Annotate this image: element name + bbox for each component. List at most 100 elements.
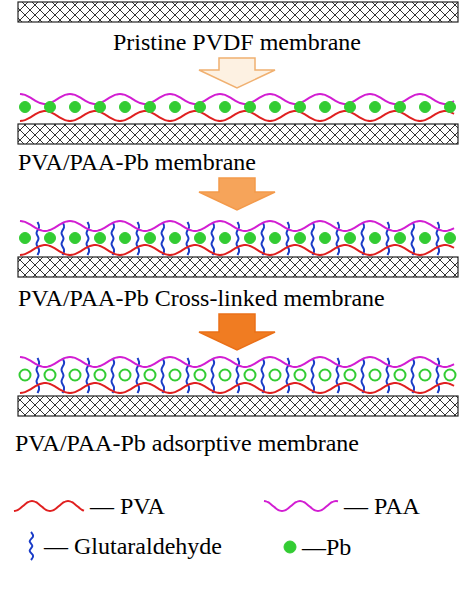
membrane-stage: PVA/PAA-Pb Cross-linked membrane [10,212,464,312]
process-arrow [199,58,275,88]
glutaraldehyde-crosslink [287,358,290,393]
pb-imprint-site [270,370,281,381]
glutaraldehyde-crosslink [312,358,315,393]
pb-ion [245,102,256,113]
legend-wave [264,501,338,511]
glutaraldehyde-crosslink [362,358,365,393]
glutaraldehyde-crosslink [262,358,265,393]
legend-entry: — Glutaraldehyde [22,530,222,562]
legend-dot [284,541,296,553]
pb-ion [95,102,106,113]
legend-wave [14,501,84,511]
polymer-layer [20,94,456,121]
legend-label: — Glutaraldehyde [44,532,222,560]
pb-ion [220,233,231,244]
glutaraldehyde-crosslink [387,358,390,393]
pb-ion [195,233,206,244]
glutaraldehyde-crosslink [212,358,215,393]
pvdf-support-band [18,124,458,144]
pb-imprint-site [20,370,31,381]
legend-sample [22,530,40,562]
glutaraldehyde-crosslink [137,222,140,255]
pb-imprint-site [95,370,106,381]
glutaraldehyde-crosslink [162,358,165,393]
glutaraldehyde-crosslink [337,358,340,393]
pb-imprint-site [320,370,331,381]
glutaraldehyde-crosslink [137,358,140,393]
pvdf-support-band [18,2,458,22]
pb-ion [20,233,31,244]
pvdf-support-band [18,396,458,416]
glutaraldehyde-crosslink [387,222,390,255]
glutaraldehyde-crosslink [162,222,165,255]
pb-imprint-site [345,370,356,381]
pb-ion [220,102,231,113]
pva-chain [20,245,454,255]
legend-entry: — PAA [262,492,420,520]
pb-imprint-site [45,370,56,381]
pb-ion [320,102,331,113]
pb-ion [370,102,381,113]
pb-ion [170,233,181,244]
pb-ion [270,233,281,244]
paa-chain [20,221,454,231]
pb-imprint-site [170,370,181,381]
pb-ion [170,102,181,113]
legend-entry: — PVA [12,492,165,520]
glutaraldehyde-crosslink [237,358,240,393]
legend-label: —Pb [302,533,351,561]
pb-ion [195,102,206,113]
glutaraldehyde-crosslink [312,222,315,255]
stage-caption: PVA/PAA-Pb adsorptive membrane [15,429,464,457]
polymer-layer [20,221,456,255]
legend-entry: —Pb [282,533,351,561]
glutaraldehyde-crosslink [37,222,40,255]
pb-imprint-site [145,370,156,381]
pb-ion [295,233,306,244]
glutaraldehyde-crosslink [437,358,440,393]
pb-ion [345,102,356,113]
paa-chain [20,94,454,104]
process-arrow [199,314,275,350]
pb-ion [95,233,106,244]
pb-imprint-site [395,370,406,381]
legend-sample [12,492,86,520]
pb-ion [70,102,81,113]
pb-ion [45,233,56,244]
glutaraldehyde-crosslink [287,222,290,255]
membrane-stage: PVA/PAA-Pb membrane [10,90,464,176]
pb-ion [145,233,156,244]
glutaraldehyde-crosslink [362,222,365,255]
process-arrow [199,178,275,210]
glutaraldehyde-crosslink [112,222,115,255]
pb-ion [270,102,281,113]
pb-ion [245,233,256,244]
stage-caption: PVA/PAA-Pb Cross-linked membrane [18,284,464,312]
glutaraldehyde-crosslink [412,222,415,255]
stage-caption: Pristine PVDF membrane [10,28,464,56]
pb-ion [295,102,306,113]
pb-ion [420,102,431,113]
pb-imprint-site [120,370,131,381]
glutaraldehyde-crosslink [37,358,40,393]
pb-imprint-site [245,370,256,381]
glutaraldehyde-crosslink [112,358,115,393]
pva-chain [20,111,454,121]
pb-ion [395,233,406,244]
pb-ion [320,233,331,244]
paa-chain [20,357,454,367]
pb-ion [120,233,131,244]
glutaraldehyde-crosslink [262,222,265,255]
pb-ion [395,102,406,113]
pb-imprint-site [70,370,81,381]
pb-imprint-site [370,370,381,381]
pva-chain [20,383,454,393]
legend-squiggle [30,532,34,560]
legend-label: — PVA [90,492,165,520]
glutaraldehyde-crosslink [62,358,65,393]
polymer-layer [20,357,456,393]
pb-ion [70,233,81,244]
glutaraldehyde-crosslink [212,222,215,255]
pvdf-support-band [18,257,458,277]
glutaraldehyde-crosslink [437,222,440,255]
